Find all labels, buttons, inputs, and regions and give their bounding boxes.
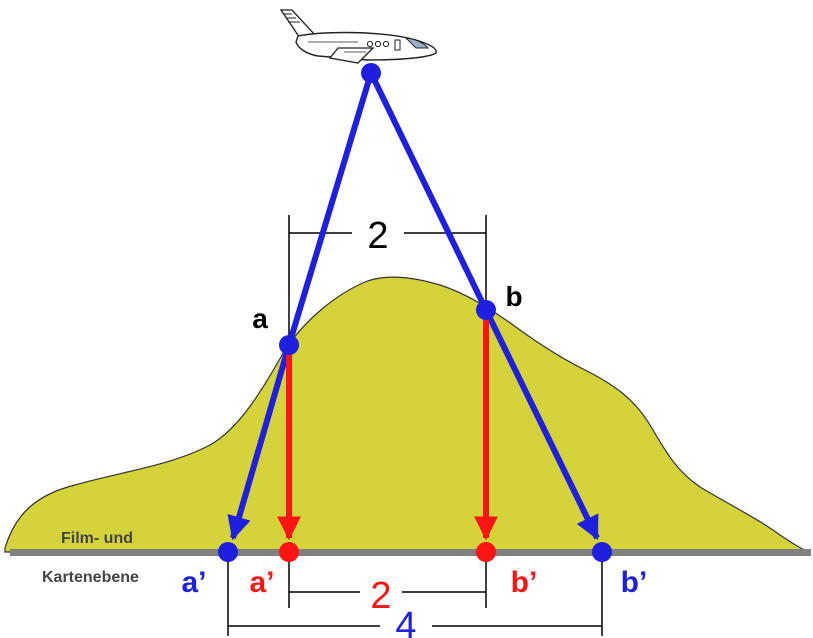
ground-plane xyxy=(10,549,811,556)
label-a-ortho: a’ xyxy=(249,566,274,599)
dimension-bottom xyxy=(227,560,603,636)
point-camera xyxy=(361,63,381,83)
ray-a-to-a-persp xyxy=(227,344,292,541)
point-a xyxy=(279,335,299,355)
terrain-hill xyxy=(4,276,811,553)
point-a-persp xyxy=(218,542,238,562)
ray-plane-to-a xyxy=(286,72,374,346)
point-b-persp xyxy=(592,542,612,562)
persp-distance-label: 4 xyxy=(395,605,416,638)
ortho-distance-label: 2 xyxy=(370,575,391,617)
ground-label-line1: Film- und xyxy=(61,530,133,547)
ray-b-to-b-persp xyxy=(483,308,600,541)
label-b-ortho: b’ xyxy=(511,566,538,599)
point-b-ortho xyxy=(476,542,496,562)
point-b xyxy=(476,300,496,320)
label-a-persp: a’ xyxy=(181,566,206,599)
airplane-icon xyxy=(279,9,437,64)
ray-plane-to-b xyxy=(368,71,489,312)
orthogonal-rays xyxy=(277,310,498,541)
perspective-rays xyxy=(227,71,600,541)
label-b: b xyxy=(505,281,522,312)
top-distance-label: 2 xyxy=(367,215,388,257)
point-a-ortho xyxy=(279,542,299,562)
label-b-persp: b’ xyxy=(621,566,648,599)
ground-label-line2: Kartenebene xyxy=(42,569,139,586)
label-a: a xyxy=(252,303,268,334)
